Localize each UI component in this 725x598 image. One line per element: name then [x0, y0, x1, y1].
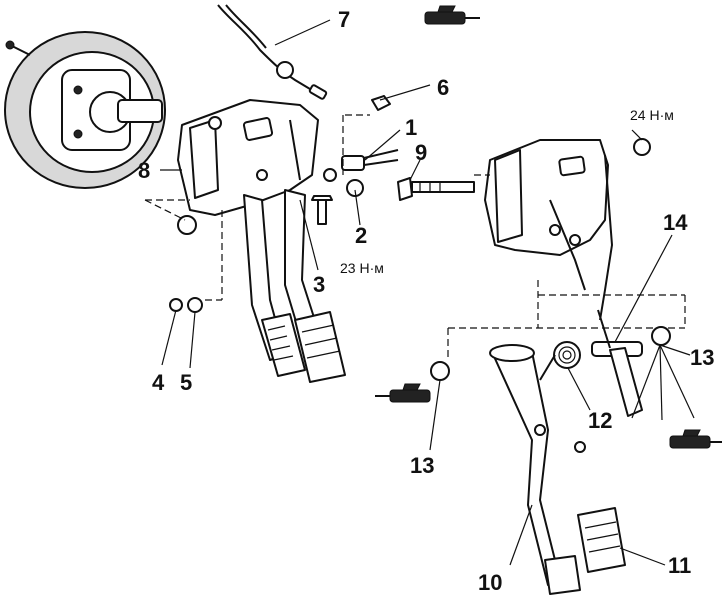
- torque-24nm-label: 24 Н·м: [630, 107, 674, 123]
- grease-gun-icon: [375, 383, 431, 403]
- callout-9: 9: [415, 140, 427, 165]
- callout-13-left: 13: [410, 453, 434, 478]
- callout-7: 7: [338, 7, 350, 32]
- callout-6: 6: [437, 75, 449, 100]
- grease-gun-icon: [424, 5, 480, 25]
- callout-4: 4: [152, 370, 165, 395]
- washer-5: [187, 297, 203, 313]
- pedal-bracket-left: [177, 99, 319, 216]
- nut-24nm: [633, 138, 651, 156]
- callout-1: 1: [405, 115, 417, 140]
- pedal-10: [489, 344, 581, 595]
- callout-13-right: 13: [690, 345, 714, 370]
- callout-3: 3: [313, 272, 325, 297]
- callout-5: 5: [180, 370, 192, 395]
- callout-2: 2: [355, 223, 367, 248]
- pedal-clutch-left: [243, 194, 306, 377]
- nut-4: [169, 298, 183, 312]
- pedal-bracket-right: [484, 139, 614, 321]
- torque-23nm-label: 23 Н·м: [340, 260, 384, 276]
- bolt-23nm: [311, 195, 333, 225]
- brake-booster: [4, 31, 166, 189]
- callout-11: 11: [668, 553, 691, 578]
- callout-10: 10: [478, 570, 502, 595]
- callout-14: 14: [663, 210, 688, 235]
- callout-8: 8: [138, 158, 150, 183]
- grease-gun-icon: [669, 429, 722, 449]
- pedal-right-brake: [597, 309, 643, 417]
- nut-6: [371, 95, 391, 111]
- bushing-13-left: [430, 361, 450, 381]
- return-spring: [539, 341, 581, 381]
- callout-12: 12: [588, 408, 612, 433]
- pedal-brake-left: [284, 189, 346, 383]
- pedal-pad-11: [577, 507, 626, 573]
- clutch-cable: [217, 4, 328, 100]
- nut-left-bracket: [177, 215, 197, 235]
- pivot-bolt: [397, 177, 475, 201]
- stop-light-switch: [323, 149, 399, 197]
